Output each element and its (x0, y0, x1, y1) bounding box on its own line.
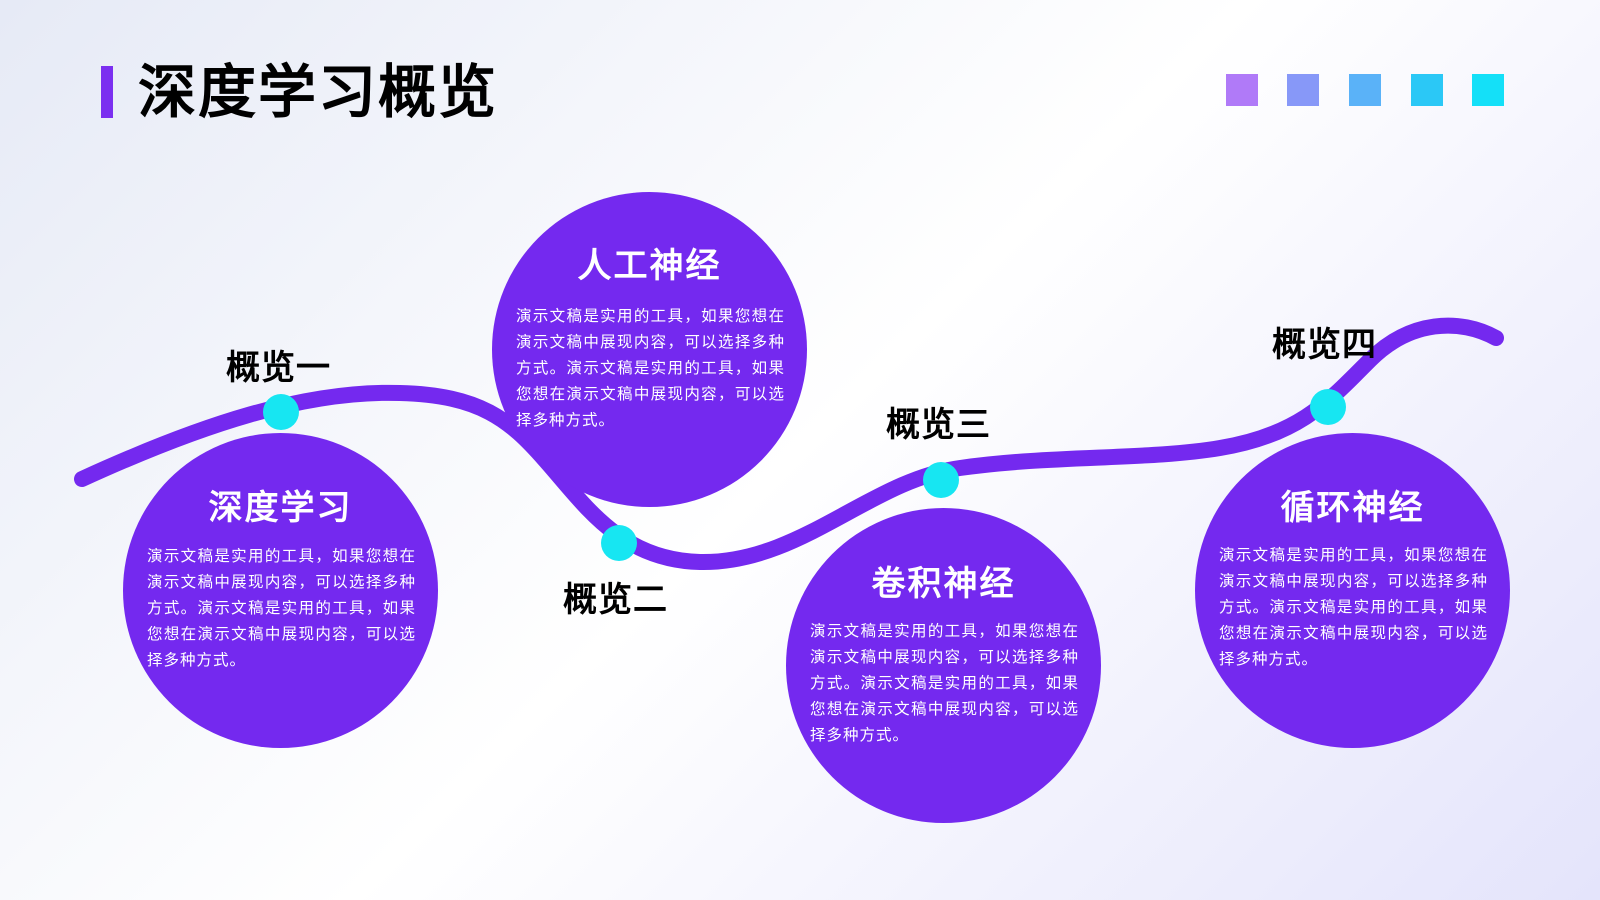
node-label: 概览三 (886, 405, 991, 445)
node-description: 演示文稿是实用的工具，如果您想在演示文稿中展现内容，可以选择多种方式。演示文稿是… (1219, 546, 1488, 668)
node-heading: 人工神经 (577, 246, 722, 286)
node-circle-rnn: 循环神经 演示文稿是实用的工具，如果您想在演示文稿中展现内容，可以选择多种方式。… (1195, 433, 1510, 748)
node-circle-ann: 人工神经 演示文稿是实用的工具，如果您想在演示文稿中展现内容，可以选择多种方式。… (492, 192, 807, 507)
timeline-dot (263, 394, 299, 430)
node-description: 演示文稿是实用的工具，如果您想在演示文稿中展现内容，可以选择多种方式。演示文稿是… (810, 622, 1079, 744)
node-circle-cnn: 卷积神经 演示文稿是实用的工具，如果您想在演示文稿中展现内容，可以选择多种方式。… (786, 508, 1101, 823)
node-description: 演示文稿是实用的工具，如果您想在演示文稿中展现内容，可以选择多种方式。演示文稿是… (147, 547, 416, 669)
node-label: 概览一 (226, 348, 331, 388)
title-accent-bar (101, 66, 113, 118)
timeline-dot (601, 525, 637, 561)
decorative-square (1287, 74, 1319, 106)
node-circle-deep-learning: 深度学习 演示文稿是实用的工具，如果您想在演示文稿中展现内容，可以选择多种方式。… (123, 433, 438, 748)
node-heading: 循环神经 (1280, 488, 1425, 528)
decorative-square (1349, 74, 1381, 106)
node-description: 演示文稿是实用的工具，如果您想在演示文稿中展现内容，可以选择多种方式。演示文稿是… (516, 307, 785, 429)
decorative-square (1226, 74, 1258, 106)
timeline-dot (1310, 389, 1346, 425)
node-heading: 卷积神经 (871, 564, 1016, 604)
decorative-square (1472, 74, 1504, 106)
node-heading: 深度学习 (208, 488, 353, 528)
timeline-dot (923, 462, 959, 498)
page-title: 深度学习概览 (138, 58, 499, 126)
node-label: 概览二 (563, 580, 668, 620)
node-label: 概览四 (1272, 325, 1377, 365)
decorative-square (1411, 74, 1443, 106)
